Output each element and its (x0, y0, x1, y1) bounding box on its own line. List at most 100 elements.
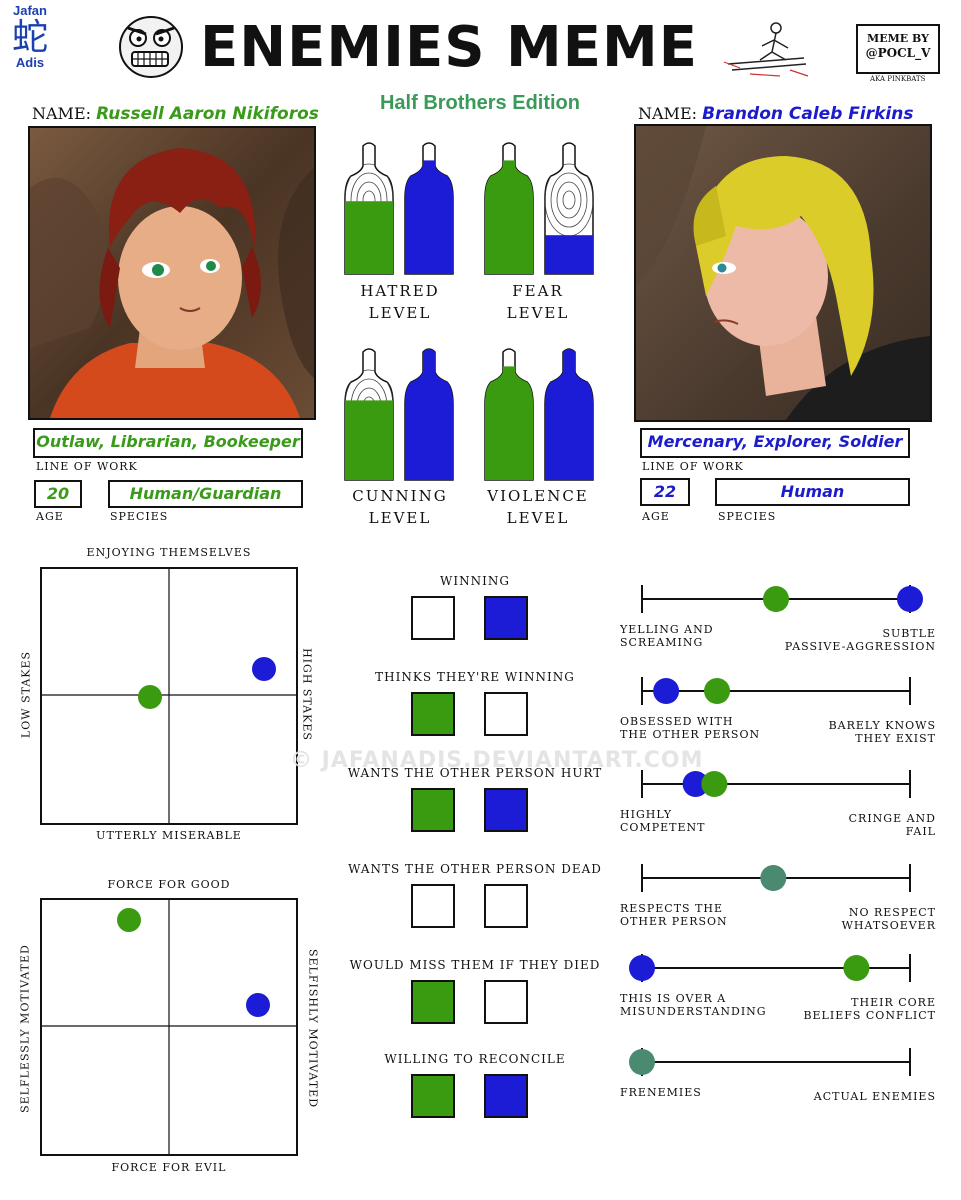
scale-line (629, 954, 911, 982)
question-label: WOULD MISS THEM IF THEY DIED (349, 958, 601, 972)
chart1-left-label: LOW STAKES (19, 650, 33, 739)
rage-face-icon (119, 16, 183, 78)
chart1-left-marker (138, 685, 162, 709)
line-of-work-label: LINE OF WORK (642, 460, 744, 473)
name-label: NAME: (32, 104, 92, 123)
level-0-right-fill (405, 160, 453, 274)
scale-shared-marker (629, 1049, 655, 1075)
scale-left-marker (763, 586, 789, 612)
scale-line (641, 770, 911, 798)
stick-figure-icon (723, 22, 809, 77)
left-name-row: NAME: Russell Aaron Nikiforos (32, 104, 319, 124)
question-left-checkbox (411, 884, 455, 928)
age-label: AGE (642, 510, 670, 523)
level-0-left-fill (345, 201, 393, 274)
scale-line (641, 585, 923, 613)
chart1-right-marker (252, 657, 276, 681)
scale-left-marker (704, 678, 731, 704)
question-left-checkbox (411, 788, 455, 832)
level-3-right-fill (545, 349, 593, 480)
scale-right-marker (653, 678, 680, 704)
credit-handle: @POCL_V (865, 46, 931, 60)
scale-shared-marker (760, 865, 787, 891)
chart2-right-marker (246, 993, 270, 1017)
question-left-checkbox (411, 1074, 455, 1118)
right-line-of-work-box: Mercenary, Explorer, Soldier (640, 428, 910, 458)
levels-panel (344, 142, 594, 481)
chart2-right-label: SELFISHLY MOTIVATED (306, 948, 320, 1109)
scale-right-marker (629, 955, 655, 981)
scale-line (641, 677, 911, 705)
level-2-left-fill (345, 400, 393, 480)
chart2-left-marker (117, 908, 141, 932)
level-1-right-ring (562, 190, 576, 210)
question-label: THINKS THEY'RE WINNING (375, 670, 575, 684)
age-label: AGE (36, 510, 64, 523)
watermark: © JAFANADIS.DEVIANTART.COM (290, 748, 704, 773)
question-label: WILLING TO RECONCILE (384, 1052, 566, 1066)
credit-aka: AKA PINKBATS (870, 75, 926, 83)
question-label: WINNING (440, 574, 510, 588)
chart1-bottom-label: UTTERLY MISERABLE (96, 829, 242, 842)
scale-line (641, 864, 911, 892)
level-1-left-fill (485, 160, 533, 274)
species-label: SPECIES (110, 510, 169, 523)
page-title: ENEMIES MEME (200, 15, 698, 80)
question-label: WANTS THE OTHER PERSON DEAD (348, 862, 602, 876)
question-label: WANTS THE OTHER PERSON HURT (347, 766, 603, 780)
scale-left-marker (701, 771, 728, 797)
right-species-box: Human (715, 478, 910, 506)
edition-subtitle: Half Brothers Edition (379, 92, 580, 114)
scale-left-label: FRENEMIES (620, 1086, 702, 1099)
scale-left-marker (843, 955, 870, 981)
question-right-checkbox (484, 692, 528, 736)
line-of-work-label: LINE OF WORK (36, 460, 138, 473)
right-character-name: Brandon Caleb Firkins (702, 104, 914, 124)
scale-line (629, 1048, 911, 1076)
chart1-top-label: ENJOYING THEMSELVES (86, 546, 252, 559)
name-label: NAME: (638, 104, 698, 123)
logo-line1: Jafan (13, 3, 47, 18)
chart2-grid (40, 898, 298, 1156)
chart2-top-label: FORCE FOR GOOD (107, 878, 231, 891)
chart1-grid (40, 567, 298, 825)
question-right-checkbox (484, 1074, 528, 1118)
chart2-bottom-label: FORCE FOR EVIL (111, 1161, 227, 1174)
scale-right-label: ACTUAL ENEMIES (813, 1090, 936, 1103)
credit-line1: MEME BY (867, 32, 929, 45)
question-left-checkbox (411, 980, 455, 1024)
scale-right-marker (682, 771, 709, 797)
left-age-box: 20 (34, 480, 82, 508)
chart1-right-label: HIGH STAKES (300, 648, 314, 741)
right-name-row: NAME: Brandon Caleb Firkins (638, 104, 913, 124)
question-right-checkbox (484, 788, 528, 832)
scale-right-marker (897, 586, 923, 612)
question-right-checkbox (484, 596, 528, 640)
level-2-right-fill (405, 349, 453, 480)
credit-box: MEME BY @POCL_V (856, 24, 940, 74)
species-label: SPECIES (718, 510, 777, 523)
logo-line2: Adis (15, 55, 45, 70)
level-3-left-fill (485, 366, 533, 480)
left-line-of-work-box: Outlaw, Librarian, Bookeeper (33, 428, 303, 458)
level-1-right-ring (550, 172, 588, 228)
left-portrait (28, 126, 316, 420)
right-portrait-image (636, 126, 930, 420)
question-right-checkbox (484, 884, 528, 928)
level-1-right-ring (556, 181, 582, 219)
left-species-box: Human/Guardian (108, 480, 303, 508)
question-right-checkbox (484, 980, 528, 1024)
